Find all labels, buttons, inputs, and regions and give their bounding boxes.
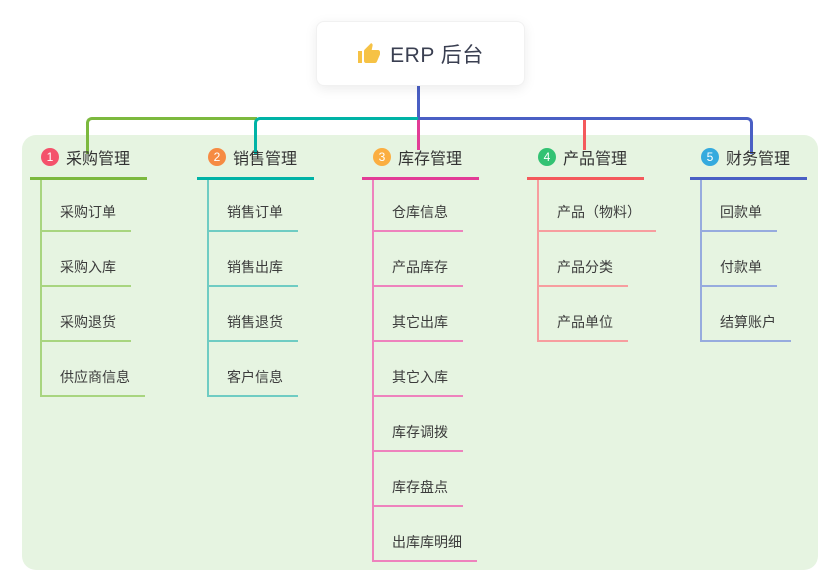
connector-bus-green xyxy=(86,117,257,154)
mindmap-node[interactable]: 结算账户 xyxy=(702,287,791,342)
branch-sales: 2 销售管理 销售订单 销售出库 销售退货 客户信息 xyxy=(197,145,347,397)
branch-label: 产品管理 xyxy=(563,151,628,168)
mindmap-node[interactable]: 供应商信息 xyxy=(42,342,145,397)
mindmap-node[interactable]: 销售退货 xyxy=(209,287,298,342)
branch-badge: 4 xyxy=(538,148,556,166)
mindmap-node[interactable]: 回款单 xyxy=(702,180,777,232)
branch-header-purchase[interactable]: 1 采购管理 xyxy=(30,145,147,180)
branch-inventory: 3 库存管理 仓库信息 产品库存 其它出库 其它入库 库存调拨 库存盘点 出库库… xyxy=(362,145,512,562)
connector-drop-red xyxy=(583,120,586,150)
mindmap-node[interactable]: 采购入库 xyxy=(42,232,131,287)
mindmap-node[interactable]: 产品（物料） xyxy=(539,180,656,232)
branch-children: 销售订单 销售出库 销售退货 客户信息 xyxy=(207,180,347,397)
branch-header-product[interactable]: 4 产品管理 xyxy=(527,145,644,180)
root-node[interactable]: ERP 后台 xyxy=(316,21,525,86)
mindmap-node[interactable]: 销售出库 xyxy=(209,232,298,287)
mindmap-node[interactable]: 库存调拨 xyxy=(374,397,463,452)
branch-header-sales[interactable]: 2 销售管理 xyxy=(197,145,314,180)
branch-label: 财务管理 xyxy=(726,151,791,168)
branch-product: 4 产品管理 产品（物料） 产品分类 产品单位 xyxy=(527,145,677,342)
mindmap-node[interactable]: 出库库明细 xyxy=(374,507,477,562)
branch-children: 仓库信息 产品库存 其它出库 其它入库 库存调拨 库存盘点 出库库明细 xyxy=(372,180,512,562)
branch-label: 销售管理 xyxy=(233,151,298,168)
mindmap-node[interactable]: 付款单 xyxy=(702,232,777,287)
connector-drop-magenta xyxy=(417,120,420,150)
mindmap-node[interactable]: 采购退货 xyxy=(42,287,131,342)
branch-header-inventory[interactable]: 3 库存管理 xyxy=(362,145,479,180)
branch-label: 采购管理 xyxy=(66,151,131,168)
connector-root-vertical xyxy=(417,84,420,120)
mindmap-node[interactable]: 产品库存 xyxy=(374,232,463,287)
branch-children: 采购订单 采购入库 采购退货 供应商信息 xyxy=(40,180,180,397)
branch-purchase: 1 采购管理 采购订单 采购入库 采购退货 供应商信息 xyxy=(30,145,180,397)
connector-bus-teal xyxy=(254,117,421,154)
mindmap-node[interactable]: 客户信息 xyxy=(209,342,298,397)
mindmap-node[interactable]: 其它入库 xyxy=(374,342,463,397)
mindmap-node[interactable]: 销售订单 xyxy=(209,180,298,232)
connector-bus-blue xyxy=(418,117,753,154)
branches-background-panel xyxy=(22,135,818,570)
branch-children: 回款单 付款单 结算账户 xyxy=(700,180,839,342)
branch-header-finance[interactable]: 5 财务管理 xyxy=(690,145,807,180)
branch-badge: 5 xyxy=(701,148,719,166)
root-title: ERP 后台 xyxy=(390,43,484,67)
mindmap-node[interactable]: 产品分类 xyxy=(539,232,628,287)
branch-children: 产品（物料） 产品分类 产品单位 xyxy=(537,180,677,342)
branch-badge: 2 xyxy=(208,148,226,166)
branch-label: 库存管理 xyxy=(398,151,463,168)
mindmap-node[interactable]: 仓库信息 xyxy=(374,180,463,232)
mindmap-node[interactable]: 库存盘点 xyxy=(374,452,463,507)
branch-finance: 5 财务管理 回款单 付款单 结算账户 xyxy=(690,145,839,342)
mindmap-node[interactable]: 产品单位 xyxy=(539,287,628,342)
branch-badge: 3 xyxy=(373,148,391,166)
mindmap-node[interactable]: 其它出库 xyxy=(374,287,463,342)
thumbs-up-icon xyxy=(358,42,381,63)
mindmap-node[interactable]: 采购订单 xyxy=(42,180,131,232)
branch-badge: 1 xyxy=(41,148,59,166)
